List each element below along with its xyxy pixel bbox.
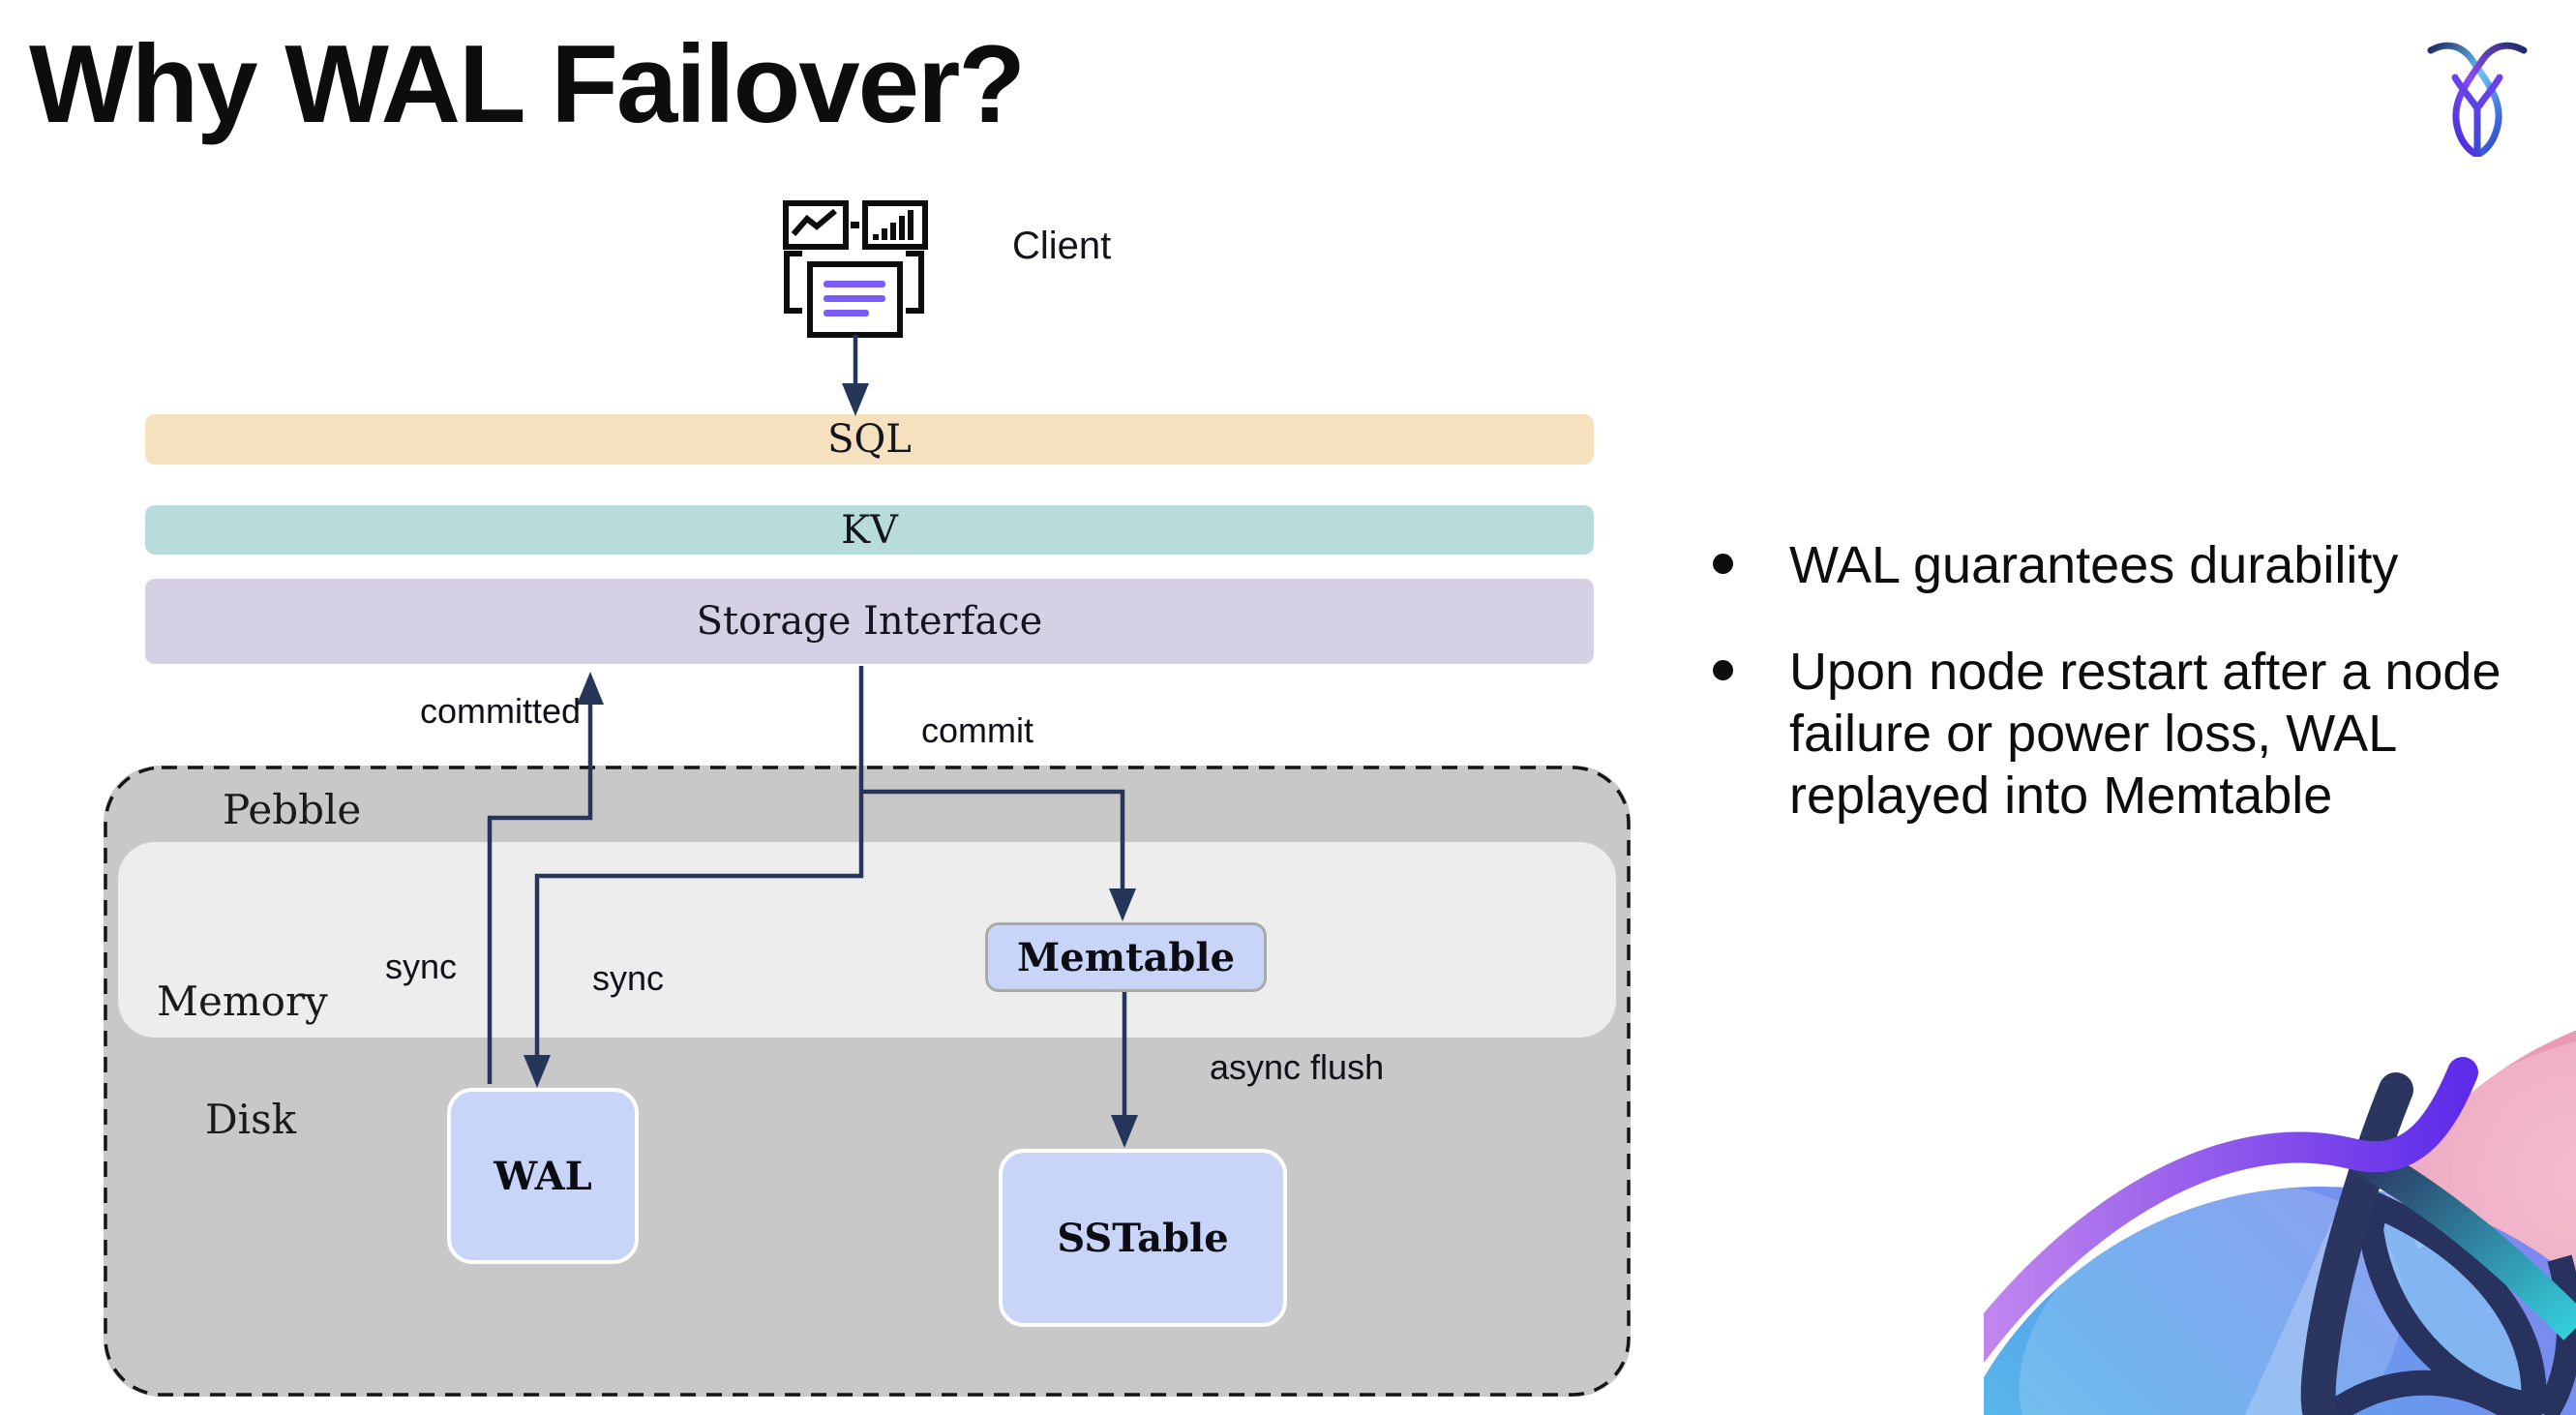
layer-bar-sql-label: SQL: [827, 417, 912, 462]
client-label: Client: [1012, 225, 1112, 267]
memtable-node-label: Memtable: [1016, 934, 1236, 980]
cockroachdb-logo-icon: [2427, 42, 2528, 157]
sstable-node-label: SSTable: [1057, 1215, 1229, 1261]
cockroachdb-orb-decoration: [1984, 1026, 2576, 1415]
bullet-list: WAL guarantees durability Upon node rest…: [1690, 534, 2561, 871]
layer-bar-storage-interface-label: Storage Interface: [696, 599, 1043, 644]
page-title: Why WAL Failover?: [29, 23, 1026, 146]
edge-label-committed: committed: [419, 691, 581, 731]
list-item: WAL guarantees durability: [1690, 534, 2561, 596]
pebble-dashed-border: [104, 766, 1631, 1397]
edge-label-async-flush: async flush: [1210, 1047, 1385, 1087]
wal-node-label: WAL: [494, 1153, 592, 1199]
edge-label-commit: commit: [921, 710, 1033, 750]
layer-bar-storage-interface: Storage Interface: [145, 579, 1594, 664]
layer-bar-sql: SQL: [145, 414, 1594, 465]
layer-bar-kv: KV: [145, 505, 1594, 555]
disk-label: Disk: [205, 1096, 297, 1143]
layer-bar-kv-label: KV: [841, 507, 898, 553]
bullet-dot-icon: [1713, 554, 1733, 574]
memory-band: [118, 842, 1616, 1038]
bullet-text: WAL guarantees durability: [1789, 536, 2399, 594]
memory-label: Memory: [157, 978, 328, 1025]
sstable-node: SSTable: [999, 1149, 1287, 1327]
memtable-node: Memtable: [985, 922, 1267, 992]
client-workstation-icon: [783, 200, 928, 338]
pebble-label: Pebble: [223, 786, 362, 833]
bullet-dot-icon: [1713, 660, 1733, 680]
bullet-text: Upon node restart after a node failure o…: [1789, 643, 2501, 825]
list-item: Upon node restart after a node failure o…: [1690, 641, 2561, 827]
edge-label-sync-right: sync: [592, 958, 665, 998]
edge-label-sync-left: sync: [385, 947, 458, 986]
wal-node: WAL: [447, 1088, 639, 1264]
